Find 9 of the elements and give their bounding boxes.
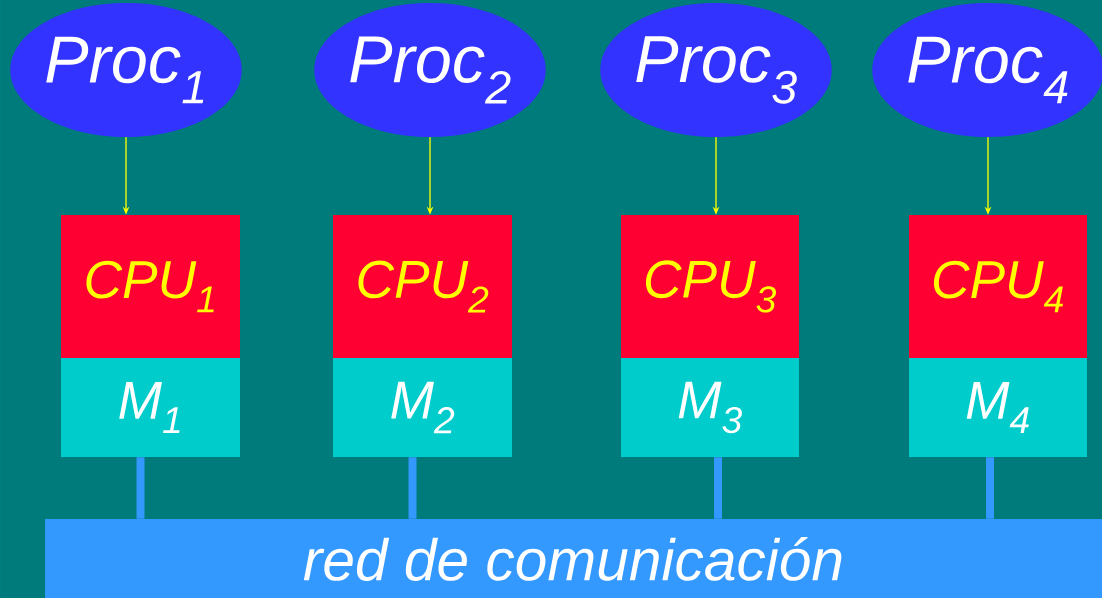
cpu-box: CPU$_{4}$ (909, 215, 1087, 358)
memory-box: M$_{2}$ (333, 358, 512, 457)
network-bar: red de comunicación (45, 519, 1102, 598)
cpu-box: CPU$_{1}$ (61, 215, 240, 358)
cpu-box: CPU$_{2}$ (333, 215, 512, 358)
memory-box: M$_{1}$ (61, 358, 240, 457)
cpu-box: CPU$_{3}$ (621, 215, 799, 358)
memory-box: M$_{3}$ (621, 358, 799, 457)
memory-box: M$_{4}$ (909, 358, 1087, 457)
